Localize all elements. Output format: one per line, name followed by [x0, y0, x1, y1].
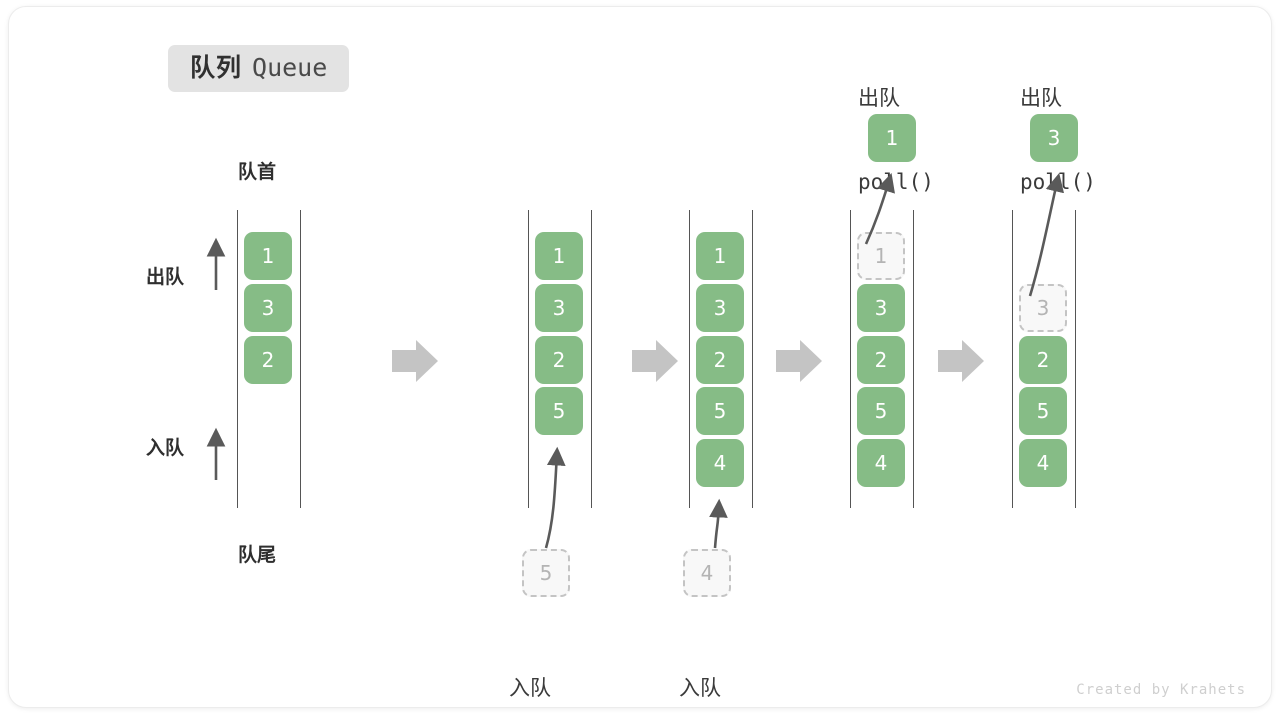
queue-cell: 5	[696, 387, 744, 436]
queue-cell: 4	[1019, 439, 1067, 488]
queue-rail-left	[528, 210, 529, 508]
queue-rail-right	[300, 210, 301, 508]
queue-cell: 3	[535, 283, 583, 332]
incoming-element: 5	[522, 549, 570, 597]
queue-rail-right	[591, 210, 592, 508]
title-cjk: 队列	[190, 53, 243, 82]
enqueue-direction-label: 入队	[146, 437, 185, 459]
queue-rail-left	[689, 210, 690, 508]
queue-rail-left	[237, 210, 238, 508]
queue-rail-left	[850, 210, 851, 508]
offer-5-label-cjk: 入队	[509, 676, 551, 701]
queue-cell: 1	[857, 232, 905, 280]
incoming-element: 4	[683, 549, 731, 597]
queue-rail-left	[1012, 210, 1013, 508]
queue-cell: 4	[857, 439, 905, 488]
queue-cell: 2	[1019, 335, 1067, 384]
queue-rail-right	[1075, 210, 1076, 508]
queue-cell: 1	[244, 232, 292, 280]
poll-1-label: 出队 poll()	[858, 30, 934, 252]
outgoing-element: 3	[1030, 114, 1078, 162]
poll-2-label-cjk: 出队	[1020, 86, 1062, 111]
queue-cell: 5	[857, 387, 905, 436]
watermark: Created by Krahets	[1076, 682, 1246, 698]
offer-4-label-cjk: 入队	[679, 676, 721, 701]
title-latin: Queue	[252, 53, 328, 82]
queue-cell: 1	[696, 232, 744, 280]
queue-cell: 2	[696, 335, 744, 384]
outgoing-element: 1	[868, 114, 916, 162]
queue-tail-label: 队尾	[238, 544, 277, 566]
poll-2-label-call: poll()	[1020, 169, 1096, 194]
queue-cell: 2	[244, 335, 292, 384]
offer-5-label: 入队 offer(5)	[509, 620, 610, 720]
queue-cell: 4	[696, 439, 744, 488]
queue-cell: 2	[535, 335, 583, 384]
queue-rail-right	[752, 210, 753, 508]
queue-cell: 3	[857, 283, 905, 332]
queue-cell: 1	[535, 232, 583, 280]
queue-cell: 3	[1019, 283, 1067, 332]
queue-cell: 5	[1019, 387, 1067, 436]
dequeue-direction-label: 出队	[146, 266, 185, 288]
offer-4-label: 入队 offer(4)	[679, 620, 780, 720]
queue-cell: 2	[857, 335, 905, 384]
queue-cell: 5	[535, 387, 583, 436]
diagram-title-badge: 队列 Queue	[168, 45, 350, 92]
poll-1-label-call: poll()	[858, 169, 934, 194]
poll-1-label-cjk: 出队	[858, 86, 900, 111]
queue-head-label: 队首	[238, 161, 277, 183]
queue-cell: 3	[696, 283, 744, 332]
queue-cell: 3	[244, 283, 292, 332]
queue-rail-right	[913, 210, 914, 508]
